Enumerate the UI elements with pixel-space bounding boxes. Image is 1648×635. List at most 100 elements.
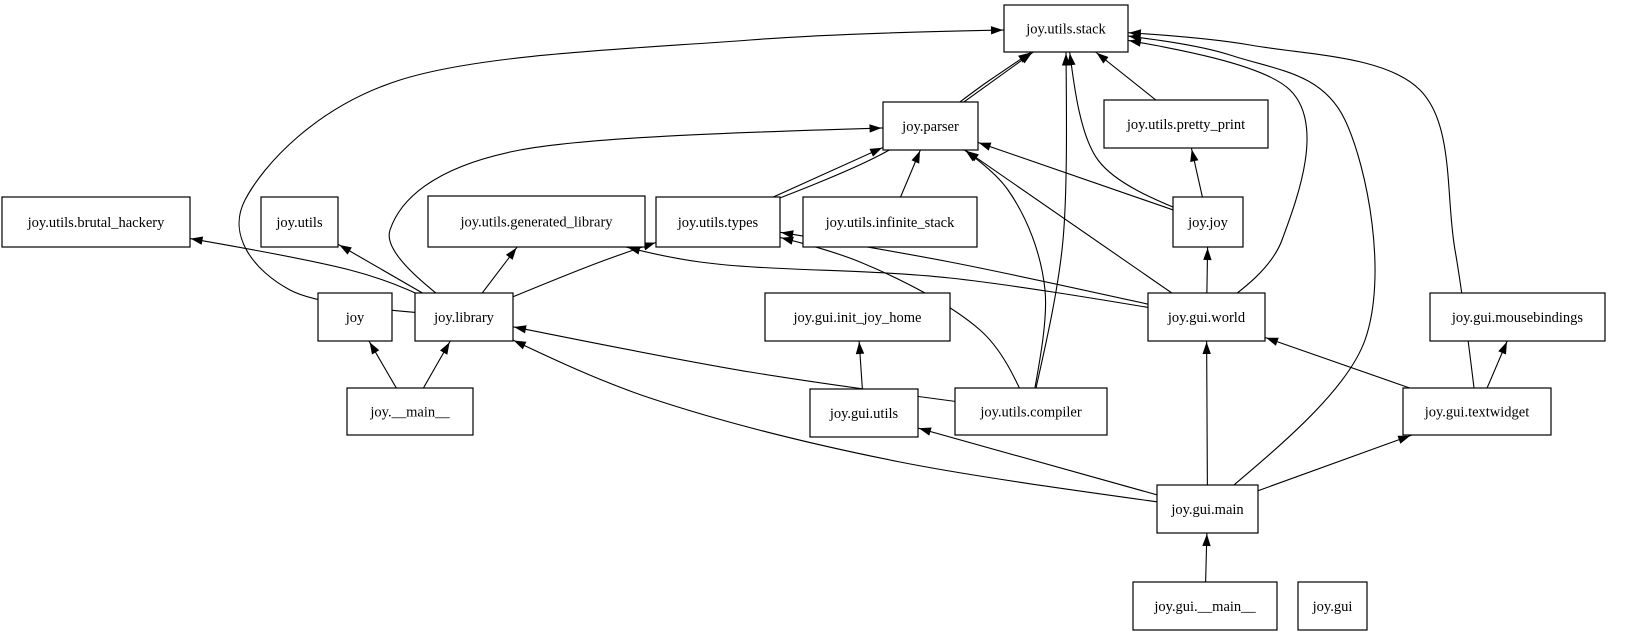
node-label: joy.gui.init_joy_home (793, 310, 922, 326)
arrowhead (911, 150, 920, 164)
node-types: joy.utils.types (655, 196, 781, 248)
arrowhead (1203, 248, 1212, 261)
arrowhead (339, 245, 352, 255)
arrowhead (1202, 534, 1211, 547)
arrowhead (642, 242, 656, 251)
node-box (346, 387, 474, 436)
node-world: joy.gui.world (1147, 292, 1266, 342)
arrowhead (781, 230, 794, 239)
arrowhead (440, 342, 450, 355)
node-box (260, 196, 339, 248)
node-guiutils: joy.gui.utils (809, 388, 919, 438)
node-box (1147, 292, 1266, 342)
node-box (764, 292, 951, 342)
node-box (882, 101, 979, 151)
arrowhead (918, 427, 932, 436)
node-guimain: joy.gui.main (1156, 484, 1259, 534)
arrowhead (1067, 53, 1076, 66)
node-gui: joy.gui (1297, 581, 1368, 631)
node-box (1103, 99, 1269, 149)
node-box (655, 196, 781, 248)
arrowhead (869, 124, 882, 133)
node-library: joy.library (414, 292, 514, 342)
node-box (317, 292, 393, 342)
node-box (954, 387, 1108, 436)
node-compiler: joy.utils.compiler (954, 387, 1108, 436)
edge-guimain-guiutils (863, 412, 1208, 510)
arrowhead (1018, 52, 1031, 63)
arrowhead (369, 342, 380, 355)
node-joymain: joy.__main__ (346, 387, 474, 436)
node-label: joy.utils (275, 215, 323, 231)
arrowhead (1498, 341, 1507, 355)
node-label: joy.parser (901, 119, 959, 135)
node-label: joy.gui.mousebindings (1451, 310, 1584, 326)
node-box (809, 388, 919, 438)
arrowhead (1096, 52, 1109, 64)
edge-compiler-parser (930, 125, 1047, 412)
node-box (414, 292, 514, 342)
node-label: joy.utils.brutal_hackery (27, 215, 166, 231)
node-stack: joy.utils.stack (1003, 4, 1129, 53)
node-box (1402, 387, 1552, 436)
node-label: joy.library (433, 310, 495, 326)
node-box (1156, 484, 1259, 534)
node-label: joy.gui.world (1167, 310, 1246, 326)
edge-guimain-world (1202, 316, 1211, 510)
node-guimain2: joy.gui.__main__ (1132, 581, 1278, 631)
node-genlib: joy.utils.generated_library (427, 195, 646, 248)
node-label: joy (345, 310, 365, 326)
edge-library-parser (388, 124, 931, 318)
node-label: joy.gui.main (1170, 502, 1244, 518)
node-inithome: joy.gui.init_joy_home (764, 292, 951, 342)
arrowhead (514, 325, 527, 334)
node-box (1429, 292, 1606, 342)
node-box (1297, 581, 1368, 631)
node-brutal: joy.utils.brutal_hackery (1, 196, 191, 248)
node-label: joy.gui (1312, 599, 1353, 615)
node-box (427, 195, 646, 248)
arrowhead (513, 340, 527, 350)
edge-world-stack (1065, 27, 1308, 318)
node-box (1132, 581, 1278, 631)
node-box (802, 196, 978, 248)
arrowhead (781, 236, 794, 245)
node-label: joy.utils.stack (1025, 22, 1106, 38)
node-label: joy.utils.types (677, 215, 759, 231)
node-label: joy.gui.textwidget (1424, 405, 1530, 421)
arrowhead (965, 150, 978, 162)
arrowhead (190, 236, 204, 245)
node-box (1003, 4, 1129, 53)
node-box (1172, 196, 1244, 248)
node-textwidget: joy.gui.textwidget (1402, 387, 1552, 436)
node-label: joy.gui.utils (829, 406, 899, 422)
arrowhead (869, 147, 883, 157)
node-infstack: joy.utils.infinite_stack (802, 196, 978, 248)
arrowhead (990, 26, 1003, 35)
arrowhead (1128, 33, 1141, 42)
edge-library-stack (238, 26, 1067, 318)
node-label: joy.utils.pretty_print (1126, 117, 1245, 133)
edge-guimain-stack (1065, 27, 1376, 510)
node-joyjoy: joy.joy (1172, 196, 1244, 248)
edge-guimain-library (463, 316, 1208, 510)
node-label: joy.gui.__main__ (1153, 599, 1256, 615)
node-utils: joy.utils (260, 196, 339, 248)
arrowhead (1202, 342, 1211, 354)
edge-textwidget-stack (1065, 27, 1478, 412)
arrowhead (978, 142, 992, 151)
node-parser: joy.parser (882, 101, 979, 151)
node-mouse: joy.gui.mousebindings (1429, 292, 1606, 342)
arrowhead (855, 341, 865, 355)
node-joy: joy (317, 292, 393, 342)
node-layer: joy.utils.stack joy.parser joy.utils.prett… (1, 4, 1606, 631)
node-pretty: joy.utils.pretty_print (1103, 99, 1269, 149)
edge-compiler-stack (1030, 28, 1071, 412)
node-label: joy.utils.infinite_stack (825, 215, 955, 231)
arrowhead (1190, 149, 1199, 162)
node-label: joy.__main__ (369, 405, 450, 421)
node-label: joy.utils.generated_library (459, 215, 613, 231)
node-label: joy.utils.compiler (979, 405, 1082, 421)
